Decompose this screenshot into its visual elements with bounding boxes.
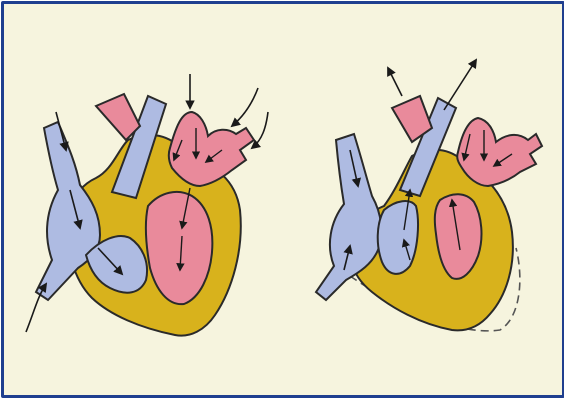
arrow: [232, 88, 258, 126]
right-right-ventricle: [378, 201, 418, 274]
arrow: [252, 112, 268, 148]
left-heart: [26, 74, 268, 336]
arrow: [444, 60, 476, 110]
right-heart: [316, 60, 542, 331]
left-aorta: [96, 94, 140, 140]
right-left-atrium: [457, 118, 542, 186]
arrow: [388, 68, 402, 96]
left-left-atrium: [169, 112, 254, 186]
